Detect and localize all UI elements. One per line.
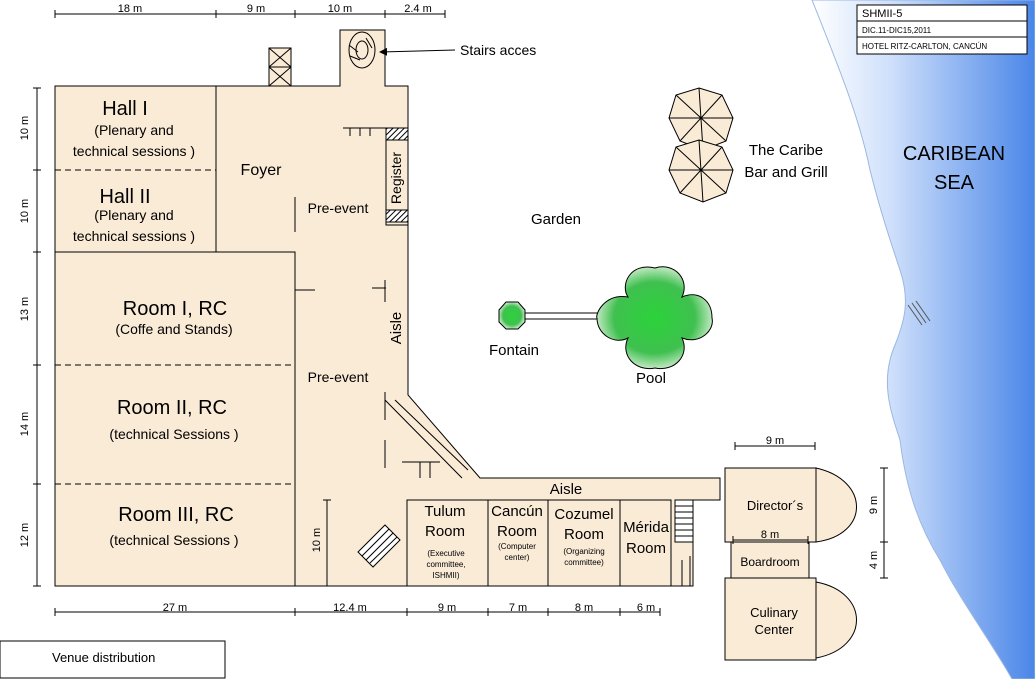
garden-label: Garden	[531, 211, 581, 228]
room2-title: Room II, RC	[117, 397, 227, 419]
hall1-title: Hall I	[102, 98, 148, 120]
aisle-vertical-label: Aisle	[388, 312, 405, 345]
pre-event-1-label: Pre-event	[308, 200, 369, 216]
fontain-label: Fontain	[489, 342, 539, 359]
hall2-sub2: technical sessions )	[73, 228, 195, 244]
room2-sub: (technical Sessions )	[109, 426, 238, 442]
dim-right-8m: 8 m	[761, 529, 779, 541]
right-rooms	[724, 467, 857, 661]
cozumel-sub-1: (Organizing	[563, 547, 604, 556]
culinary-label-1: Culinary	[750, 605, 798, 620]
dim-right-9m-side: 9 m	[868, 496, 880, 514]
sea-area	[811, 0, 1035, 679]
header-box: SHMII-5 DIC.11-DIC15,2011 HOTEL RITZ-CAR…	[856, 4, 1028, 55]
caption-box	[0, 640, 226, 679]
cancun-title-2: Room	[497, 523, 537, 540]
tulum-title-1: Tulum	[424, 503, 465, 520]
directors-label: Director´s	[747, 498, 804, 513]
tulum-title-2: Room	[425, 523, 465, 540]
dim-bottom-6m: 6 m	[637, 602, 655, 614]
dim-left-12m: 12 m	[19, 523, 31, 547]
left-dimensions	[33, 87, 41, 587]
merida-door	[681, 556, 691, 586]
dim-top-9m: 9 m	[247, 3, 265, 15]
pool-label: Pool	[636, 370, 666, 387]
dim-top-10m: 10 m	[328, 3, 352, 15]
header-hotel: HOTEL RITZ-CARLTON, CANCÚN	[862, 42, 987, 51]
sea-ripple	[907, 300, 931, 326]
hall2-title: Hall II	[99, 186, 150, 208]
dim-right-4m-side: 4 m	[868, 551, 880, 569]
foyer-label: Foyer	[241, 162, 283, 179]
rooms-block	[54, 251, 296, 587]
dim-inner-10m: 10 m	[311, 528, 323, 552]
right-dimensions	[732, 442, 888, 579]
tulum-sub-3: ISHMII)	[432, 571, 459, 580]
dim-top-2-4m: 2.4 m	[404, 3, 432, 15]
merida-stairs	[674, 499, 694, 543]
dim-bottom-12-4m: 12.4 m	[333, 602, 367, 614]
bar-umbrellas	[668, 87, 734, 203]
cozumel-title-1: Cozumel	[554, 506, 613, 523]
aisle-diagonal	[384, 399, 469, 479]
cancun-title-1: Cancún	[491, 503, 543, 520]
dim-left-10m-b: 10 m	[19, 199, 31, 223]
top-dimensions	[54, 10, 446, 18]
main-building	[54, 29, 721, 587]
stairs-bottom	[357, 524, 401, 568]
caption-text: Venue distribution	[52, 650, 155, 665]
hall1-sub1: (Plenary and	[94, 122, 173, 138]
cancun-sub-1: (Computer	[498, 542, 536, 551]
dim-left-14m: 14 m	[19, 412, 31, 436]
dim-bottom-9m: 9 m	[438, 602, 456, 614]
dim-bottom-7m: 7 m	[509, 602, 527, 614]
tulum-sub-1: (Executive	[427, 549, 465, 558]
hall1-sub2: technical sessions )	[73, 143, 195, 159]
register-rail	[343, 127, 386, 136]
dim-right-9m-top: 9 m	[766, 435, 784, 447]
room1-title: Room I, RC	[123, 298, 227, 320]
dim-bottom-8m: 8 m	[575, 602, 593, 614]
room3-sub: (technical Sessions )	[109, 532, 238, 548]
aisle-horizontal-label: Aisle	[550, 481, 583, 498]
room3-title: Room III, RC	[118, 504, 234, 526]
fountain	[498, 301, 602, 330]
dim-bottom-27m: 27 m	[163, 602, 187, 614]
dim-top-18m: 18 m	[118, 3, 142, 15]
pool-shape	[596, 266, 713, 370]
stairs-label: Stairs acces	[460, 42, 536, 58]
pre-event-walls	[295, 280, 440, 478]
register-hatch-top	[385, 127, 409, 141]
dim-left-10m-a: 10 m	[19, 116, 31, 140]
caribe-label-1: The Caribe	[749, 142, 823, 159]
room1-sub: (Coffe and Stands)	[115, 321, 232, 337]
merida-title-2: Room	[626, 540, 666, 557]
lower-rooms-block	[406, 499, 672, 587]
culinary-label-2: Center	[754, 622, 794, 637]
inner-dimension	[323, 499, 331, 587]
cozumel-title-2: Room	[564, 526, 604, 543]
hall2-sub1: (Plenary and	[94, 207, 173, 223]
bottom-dimensions	[54, 608, 661, 616]
stairs-arrow	[379, 47, 456, 56]
pre-event-2-label: Pre-event	[308, 369, 369, 385]
header-code: SHMII-5	[862, 8, 902, 20]
cancun-sub-2: center)	[505, 553, 530, 562]
sea-label-1: CARIBEAN	[903, 143, 1005, 165]
header-dates: DIC.11-DIC15,2011	[862, 26, 932, 35]
merida-title-1: Mérida	[623, 519, 670, 536]
elevator-box	[268, 47, 292, 87]
sea-label-2: SEA	[934, 172, 975, 194]
dim-left-13m: 13 m	[19, 297, 31, 321]
tulum-sub-2: committee,	[426, 560, 465, 569]
caribe-label-2: Bar and Grill	[744, 164, 827, 181]
stairs-tower	[348, 31, 376, 69]
register-hatch-bottom	[385, 209, 409, 223]
cozumel-sub-2: committee)	[564, 558, 604, 567]
boardroom-label: Boardroom	[740, 555, 799, 569]
register-label: Register	[388, 152, 404, 204]
